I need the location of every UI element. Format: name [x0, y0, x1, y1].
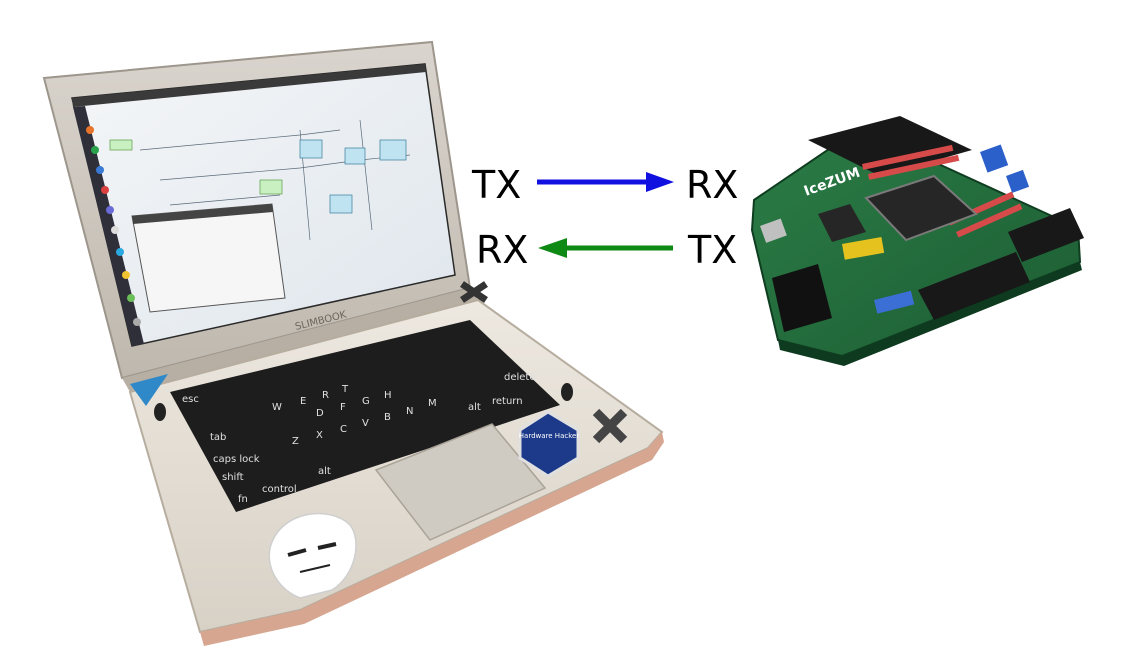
x-mark-icon [592, 408, 628, 444]
dock-icon [91, 146, 99, 154]
keyboard [170, 320, 560, 512]
key-delete: delete [504, 372, 536, 383]
board-tx-label: TX [688, 228, 738, 272]
key-x: X [316, 430, 323, 441]
pin-header-right [1008, 208, 1084, 262]
key-alt: alt [318, 466, 331, 477]
dock-icon [111, 226, 119, 234]
screen-circuit [109, 119, 411, 241]
laptop-base-edge [200, 432, 664, 646]
penguin-sticker-icon [154, 403, 166, 421]
laptop-hinge [122, 288, 478, 392]
hardware-hacker-sticker: Hardware Hacker [518, 410, 580, 478]
laptop-tx-label: TX [472, 163, 522, 207]
laptop-rx-label: RX [476, 228, 529, 272]
key-z: Z [292, 436, 299, 447]
key-alt-right: alt [468, 402, 481, 413]
key-return: return [492, 396, 523, 407]
pcb-edge [778, 262, 1082, 366]
laptop: SLIMBOOK Hardware Hacker esc tab caps lo… [42, 40, 664, 646]
key-control: control [262, 484, 297, 495]
tx-rx-arrows [537, 172, 674, 258]
key-c: C [340, 424, 347, 435]
dock-icon [96, 166, 104, 174]
dock-icon [116, 248, 124, 256]
dock-icon [127, 294, 135, 302]
sticker-text: Hardware Hacker [519, 432, 580, 440]
dock-icon [86, 126, 94, 134]
fpga-chip [864, 174, 978, 242]
screen-topbar [72, 64, 426, 107]
key-esc: esc [182, 394, 199, 405]
key-caps-lock: caps lock [213, 454, 260, 465]
key-r: R [322, 390, 329, 401]
key-tab: tab [210, 432, 226, 443]
trackpad [374, 423, 547, 541]
dock-icon [133, 318, 141, 326]
yellow-jumpers [842, 237, 885, 260]
dock-icon [101, 186, 109, 194]
key-g: G [362, 396, 370, 407]
key-labels: esc tab caps lock shift fn control alt W… [182, 372, 536, 505]
board-rx-label: RX [686, 163, 739, 207]
key-m: M [428, 398, 437, 409]
key-b: B [384, 412, 391, 423]
key-fn: fn [238, 494, 248, 505]
flash-chip [818, 204, 866, 242]
key-w: W [272, 402, 282, 413]
key-e: E [300, 396, 306, 407]
blue-pot [980, 144, 1009, 173]
key-f: F [340, 402, 346, 413]
stormtrooper-sticker [268, 512, 357, 599]
blue-switch [874, 290, 915, 314]
usb-connector [760, 218, 787, 243]
dock-icon [106, 206, 114, 214]
key-n: N [406, 406, 413, 417]
key-d: D [316, 408, 324, 419]
blue-corner-icon [130, 374, 168, 406]
power-jack [772, 264, 832, 332]
penguin-sticker-icon [561, 383, 573, 401]
dock-icons [86, 126, 141, 326]
key-shift: shift [222, 472, 244, 483]
screen-dialog-titlebar [132, 204, 273, 224]
bottom-arrow-head [538, 238, 567, 258]
key-v: V [362, 418, 369, 429]
x-mark-icon-top [460, 281, 488, 303]
blue-pot [1006, 169, 1030, 193]
dock-icon [122, 271, 130, 279]
icezum-board: IceZUM [750, 116, 1084, 366]
screen-dock [73, 106, 144, 346]
top-arrow-head [646, 172, 674, 192]
key-t: T [341, 384, 349, 395]
key-h: H [384, 390, 392, 401]
pin-header-bottom [918, 252, 1030, 320]
